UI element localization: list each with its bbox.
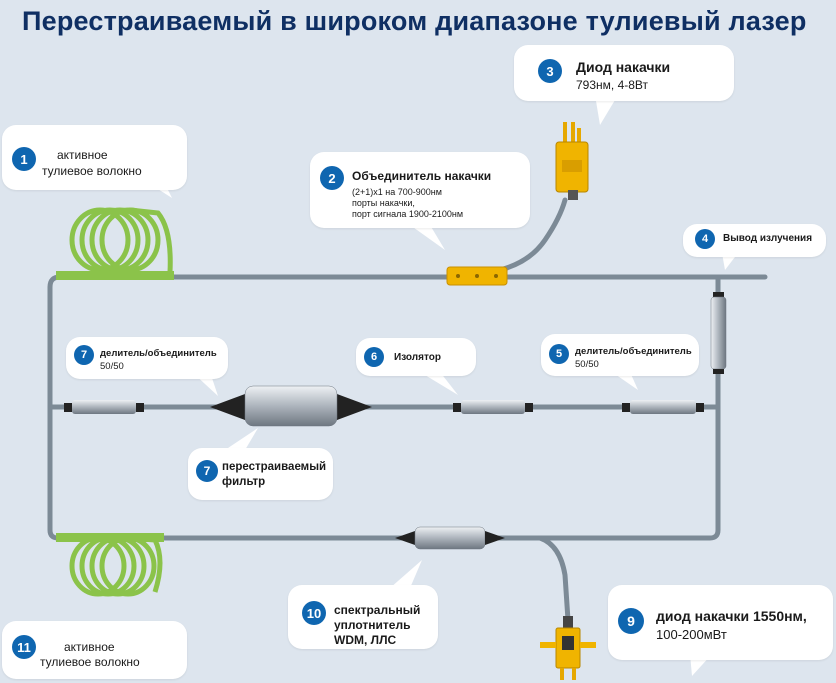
- label-pump-combiner-line4: порт сигнала 1900-2100нм: [352, 209, 464, 219]
- badge-9: 9: [618, 608, 644, 634]
- splitter-5-vertical: [710, 292, 727, 374]
- pump-diode-1550: [540, 616, 596, 680]
- splitter-5: [622, 400, 704, 414]
- label-pump-diode-793-title: Диод накачки: [576, 59, 671, 75]
- badge-3: 3: [538, 59, 562, 83]
- label-pump-combiner-line2: (2+1)x1 на 700-900нм: [352, 187, 442, 197]
- badge-6: 6: [364, 347, 384, 367]
- label-pump-diode-793-spec: 793нм, 4-8Вт: [576, 78, 649, 92]
- label-pump-combiner-title: Объединитель накачки: [352, 169, 492, 183]
- fiber-to-pump-diode: [497, 197, 568, 273]
- badge-7a: 7: [74, 345, 94, 365]
- coil-11: [69, 535, 163, 597]
- splitter-7: [64, 400, 144, 414]
- callout-active-fiber-11: 11 активное тулиевое волокно: [2, 621, 187, 679]
- tunable-filter: [210, 385, 372, 427]
- fiber-to-1550-diode: [537, 535, 571, 623]
- badge-10: 10: [302, 601, 326, 625]
- label-tunable-filter-line2: фильтр: [222, 476, 266, 488]
- label-pump-diode-1550-title: диод накачки 1550нм,: [656, 608, 807, 624]
- badge-1: 1: [12, 147, 36, 171]
- label-splitter-7-line2: 50/50: [100, 361, 124, 372]
- label-pump-combiner-line3: порты накачки,: [352, 198, 415, 208]
- label-active-fiber-11-line1: активное: [64, 640, 115, 654]
- label-splitter-7-line1: делитель/объединитель: [100, 348, 217, 359]
- label-wdm-line2: уплотнитель: [334, 618, 411, 632]
- label-output: Вывод излучения: [723, 233, 813, 244]
- badge-5: 5: [549, 344, 569, 364]
- badge-7b: 7: [196, 460, 218, 482]
- callout-pump-combiner: 2 Объединитель накачки (2+1)x1 на 700-90…: [310, 152, 530, 228]
- callout-tunable-filter: 7 перестраиваемый фильтр: [188, 448, 333, 500]
- fiber-right-down: [537, 274, 721, 541]
- label-tunable-filter-line1: перестраиваемый: [222, 461, 327, 473]
- coil-1: [69, 207, 173, 273]
- callout-active-fiber-1: 1 активное тулиевое волокно: [2, 125, 187, 190]
- isolator: [453, 400, 533, 414]
- label-active-fiber-1-line2: тулиевое волокно: [42, 164, 142, 178]
- badge-11: 11: [12, 635, 36, 659]
- badge-2: 2: [320, 166, 344, 190]
- wdm: [395, 526, 505, 550]
- label-splitter-5-line1: делитель/объединитель: [575, 346, 692, 357]
- callout-splitter-7: 7 делитель/объединитель 50/50: [66, 337, 228, 379]
- pump-combiner: [446, 266, 508, 286]
- label-splitter-5-line2: 50/50: [575, 359, 599, 370]
- coil-1-base: [56, 271, 174, 280]
- callout-splitter-5: 5 делитель/объединитель 50/50: [541, 334, 699, 376]
- label-active-fiber-1-line1: активное: [57, 148, 108, 162]
- callout-pump-diode-1550: 9 диод накачки 1550нм, 100-200мВт: [608, 585, 833, 660]
- label-active-fiber-11-line2: тулиевое волокно: [40, 655, 140, 669]
- callout-wdm: 10 спектральный уплотнитель WDM, ЛЛС: [288, 585, 438, 649]
- label-wdm-line1: спектральный: [334, 603, 421, 617]
- label-isolator: Изолятор: [394, 352, 441, 363]
- coil-11-base: [56, 533, 164, 542]
- badge-4: 4: [695, 229, 715, 249]
- callout-output: 4 Вывод излучения: [683, 224, 826, 257]
- diagram-title: Перестраиваемый в широком диапазоне тули…: [22, 6, 807, 36]
- pump-diode-793: [555, 122, 589, 200]
- callout-isolator: 6 Изолятор: [356, 338, 476, 376]
- label-pump-diode-1550-spec: 100-200мВт: [656, 627, 727, 642]
- callout-pump-diode-793: 3 Диод накачки 793нм, 4-8Вт: [514, 45, 734, 101]
- label-wdm-line3: WDM, ЛЛС: [334, 633, 397, 647]
